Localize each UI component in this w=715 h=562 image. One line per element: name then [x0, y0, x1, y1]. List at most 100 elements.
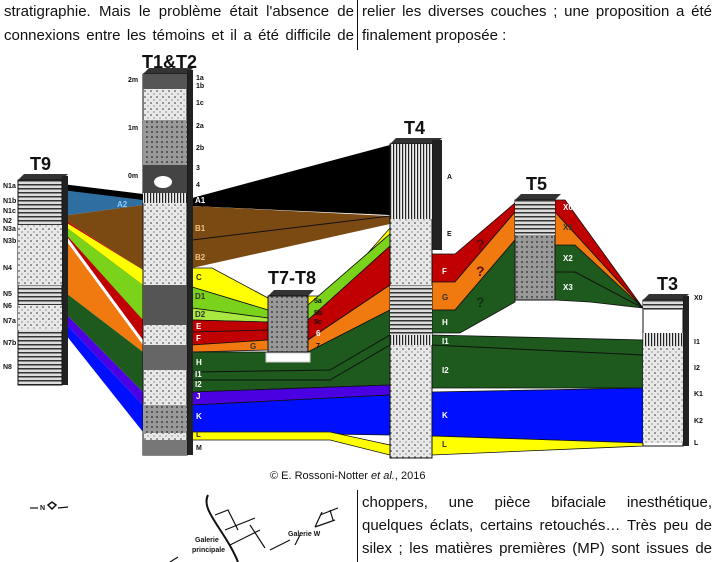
layer-label: E — [447, 231, 452, 238]
column-t7t8: T7-T8 — [265, 268, 316, 363]
band-a2 — [62, 190, 143, 216]
layer-label: X2 — [563, 254, 573, 263]
text-bottom-right: choppers, une pièce bifaciale inesthétiq… — [362, 491, 712, 560]
layer-label: 0m — [128, 173, 138, 180]
layer-label: ? — [476, 263, 485, 279]
band-yellow-left — [62, 220, 143, 285]
paragraph-line: connexions entre les témoins et il a été… — [4, 27, 354, 44]
layer-label: 1b — [196, 83, 204, 90]
column-title: T5 — [526, 174, 547, 194]
band-blue-left — [62, 320, 143, 432]
layer-label: M — [196, 445, 202, 452]
layer-label: N1a — [3, 183, 16, 190]
band-lime-left — [62, 224, 143, 320]
layer-label: I1 — [442, 337, 449, 346]
column-divider — [357, 490, 358, 562]
layer-label: N5 — [3, 291, 12, 298]
t5-labels: X0 X1 X2 X3 — [563, 203, 573, 292]
layer-label: E — [196, 322, 202, 331]
layer-label: N4 — [3, 265, 12, 272]
layer-label: 1m — [128, 125, 138, 132]
band-l — [191, 431, 391, 456]
layer-label: N — [40, 505, 45, 512]
layer-label: ? — [476, 294, 485, 310]
layer-label: L — [694, 440, 699, 447]
layer-label: 6 — [316, 329, 321, 338]
layer-label: F — [196, 334, 201, 343]
layer-label: A1 — [195, 196, 206, 205]
layer-label: N7a — [3, 318, 16, 325]
band-i-t4 — [431, 334, 644, 389]
layer-label: G — [442, 293, 448, 302]
layer-label: N1c — [3, 208, 16, 215]
layer-label: X0 — [563, 203, 573, 212]
layer-label: N8 — [3, 364, 12, 371]
column-t1t2: T1&T2 — [142, 52, 197, 456]
layer-label: N3a — [3, 226, 16, 233]
layer-label: ? — [476, 236, 485, 252]
layer-label: 7 — [316, 343, 320, 350]
layer-label: D2 — [195, 310, 206, 319]
t9-labels: N1a N1b N1c N2 N3a N3b N4 N5 N6 N7a N7b … — [3, 183, 16, 371]
paragraph-line: finalement proposée : — [362, 27, 507, 44]
layer-label: K — [442, 411, 448, 420]
t1t2-labels: 2m 1m 0m 1a 1b 1c 2a 2b 3 4 A2 A1 B1 B2 … — [117, 75, 256, 452]
layer-label: 1c — [196, 100, 204, 107]
layer-label: L — [442, 440, 447, 449]
layer-label: L — [196, 430, 201, 439]
layer-label: H — [196, 358, 202, 367]
band-black-a — [192, 145, 390, 215]
layer-label: N3b — [3, 238, 16, 245]
layer-label: K — [196, 412, 202, 421]
layer-label: I1 — [694, 339, 700, 346]
layer-label: C — [196, 273, 202, 282]
layer-label: N6 — [3, 303, 12, 310]
layer-label: A2 — [117, 200, 128, 209]
layer-label: 5a — [314, 298, 322, 305]
layer-label: I2 — [694, 365, 700, 372]
layer-label: I2 — [442, 366, 449, 375]
column-title: T4 — [404, 118, 425, 138]
layer-label: 1a — [196, 75, 204, 82]
layer-label: X0 — [694, 295, 703, 302]
layer-label: 2b — [196, 145, 204, 152]
layer-label: D1 — [195, 292, 206, 301]
layer-label: 5b — [314, 310, 322, 317]
paragraph-line: stratigraphie. Mais le problème était l'… — [4, 3, 354, 20]
layer-label: principale — [192, 547, 225, 554]
layer-label: © E. Rossoni-Notter — [270, 470, 372, 482]
layer-label: 2m — [128, 77, 138, 84]
layer-label: B2 — [195, 253, 206, 262]
layer-label: F — [442, 267, 447, 276]
layer-label: 5c — [314, 319, 322, 326]
t3-labels: X0 I1 I2 K1 K2 L — [694, 295, 703, 447]
band-k-t4 — [431, 387, 644, 444]
band-brown-left — [62, 205, 143, 270]
site-map: N Galerie principale Galerie W — [30, 494, 339, 562]
layer-label: G — [250, 342, 256, 351]
band-purple-left — [62, 310, 143, 405]
column-t4: T4 — [389, 118, 442, 459]
t7t8-labels: 5a 5b 5c 6 7 — [314, 298, 322, 350]
layer-label: J — [196, 392, 200, 401]
layer-label: X1 — [563, 223, 573, 232]
column-t9: T9 — [17, 154, 68, 386]
text-top-left: stratigraphie. Mais le problème était l'… — [4, 0, 354, 48]
layer-label: I1 — [195, 370, 202, 379]
layer-label: A — [447, 174, 452, 181]
figure-caption: © E. Rossoni-Notter et al., 2016 — [270, 470, 425, 482]
column-t5: T5 — [514, 174, 561, 301]
column-title: T1&T2 — [142, 52, 197, 72]
layer-label: 2a — [196, 123, 204, 130]
text-top-right: relier les diverses couches ; une propos… — [362, 0, 712, 48]
paragraph-line: relier les diverses couches ; une propos… — [362, 3, 712, 20]
paragraph-line: choppers, une pièce bifaciale inesthétiq… — [362, 494, 712, 511]
layer-label: H — [442, 318, 448, 327]
band-brown — [192, 206, 390, 268]
column-title: T9 — [30, 154, 51, 174]
layer-label: 3 — [196, 165, 200, 172]
column-title: T7-T8 — [268, 268, 316, 288]
layer-label: , 2016 — [394, 470, 426, 482]
layer-label: Galerie W — [288, 531, 321, 538]
layer-label: B1 — [195, 224, 206, 233]
